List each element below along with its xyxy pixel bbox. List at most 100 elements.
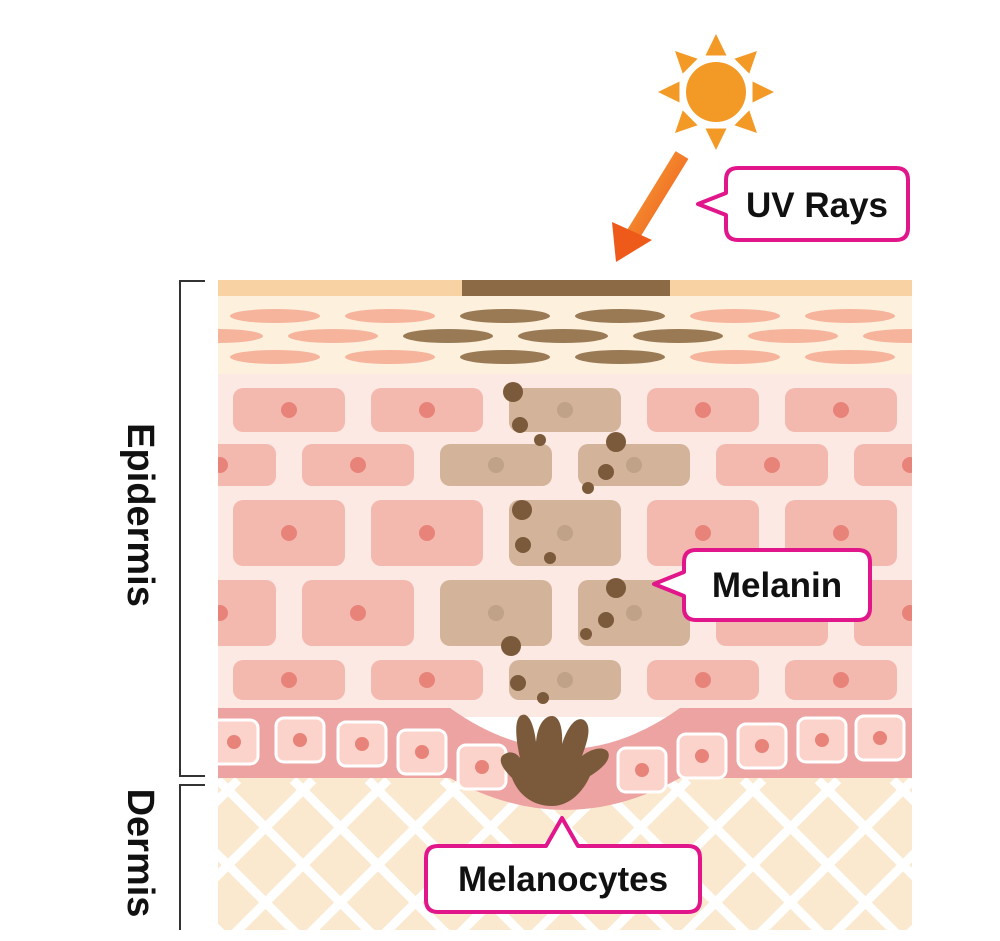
sun-ray — [734, 50, 758, 74]
cell-nucleus — [488, 457, 504, 473]
melanin-granule — [503, 382, 523, 402]
melanin-granule — [512, 500, 532, 520]
melanin-granule — [606, 432, 626, 452]
keratinocyte-cell — [854, 444, 912, 486]
collagen-fiber — [306, 776, 467, 930]
sun-ray — [674, 50, 698, 74]
melanin-granule — [510, 675, 526, 691]
cell-nucleus — [764, 457, 780, 473]
melanin-granules — [501, 382, 626, 704]
melanin-label: Melanin — [712, 566, 842, 605]
corneum-cell — [690, 309, 780, 323]
corneum-cell — [805, 350, 895, 364]
basal-cell — [796, 716, 848, 764]
cell-nucleus — [218, 457, 228, 473]
cell-nucleus — [833, 402, 849, 418]
corneum-flat-cells — [218, 309, 912, 364]
corneum-cell — [230, 309, 320, 323]
sun-ray — [658, 81, 680, 103]
uv-rays-label: UV Rays — [746, 186, 888, 225]
collagen-fiber — [0, 780, 88, 941]
cell-nucleus — [350, 457, 366, 473]
basal-cell — [736, 722, 788, 770]
basal-cell — [676, 732, 728, 780]
basal-cell — [274, 716, 326, 764]
cell-nucleus — [833, 525, 849, 541]
corneum-cell — [575, 309, 665, 323]
melanin-granule — [544, 552, 556, 564]
cell-nucleus — [419, 672, 435, 688]
basal-cells — [218, 714, 906, 794]
melanin-callout: Melanin — [652, 548, 872, 622]
basal-cell — [854, 714, 906, 762]
corneum-cell — [633, 329, 723, 343]
melanocytes-callout: Melanocytes — [424, 816, 702, 914]
corneum-cell — [345, 309, 435, 323]
corneum-cell — [863, 329, 912, 343]
cell-nucleus — [695, 525, 711, 541]
corneum-cell — [805, 309, 895, 323]
melanin-granule — [598, 612, 614, 628]
melanin-granule — [512, 417, 528, 433]
melanocytes-label: Melanocytes — [458, 860, 668, 899]
basal-cell — [336, 720, 388, 768]
corneum-cell — [218, 329, 263, 343]
cell-nucleus — [833, 672, 849, 688]
basal-cell — [456, 743, 508, 791]
cell-nucleus — [281, 672, 297, 688]
corneum-cell — [748, 329, 838, 343]
melanin-granule — [537, 692, 549, 704]
epidermis-label: Epidermis — [119, 423, 161, 607]
melanin-granule — [606, 578, 626, 598]
sun-ray — [705, 34, 727, 56]
corneum-cell — [690, 350, 780, 364]
cell-nucleus — [695, 672, 711, 688]
melanin-granule — [598, 464, 614, 480]
sun-icon — [658, 34, 774, 150]
cell-nucleus — [419, 525, 435, 541]
collagen-fiber — [0, 780, 88, 941]
cell-nucleus — [902, 605, 912, 621]
keratinocyte-cell — [218, 444, 276, 486]
cell-nucleus — [281, 402, 297, 418]
sun-ray — [674, 110, 698, 134]
corneum-cell — [403, 329, 493, 343]
basal-cell — [616, 746, 668, 794]
melanin-granule — [580, 628, 592, 640]
corneum-cell — [460, 350, 550, 364]
cell-nucleus — [557, 672, 573, 688]
corneum-cell — [460, 309, 550, 323]
melanin-granule — [582, 482, 594, 494]
uv-arrow-icon — [612, 151, 689, 262]
sun-ray — [734, 110, 758, 134]
corneum-cell — [518, 329, 608, 343]
uv-rays-callout: UV Rays — [696, 166, 910, 242]
corneum-cell — [230, 350, 320, 364]
cell-nucleus — [557, 402, 573, 418]
spinous-cells — [218, 388, 912, 700]
collagen-fiber — [231, 776, 392, 930]
basal-cell — [396, 728, 448, 776]
epidermis-bracket — [179, 280, 205, 777]
sun-ray — [752, 81, 774, 103]
collagen-fiber — [968, 780, 1000, 941]
cell-nucleus — [419, 402, 435, 418]
collagen-fiber — [0, 780, 13, 941]
cell-nucleus — [626, 457, 642, 473]
cell-nucleus — [902, 457, 912, 473]
sun-ray — [705, 128, 727, 150]
collagen-fiber — [756, 776, 912, 930]
cell-nucleus — [626, 605, 642, 621]
pigmented-surface — [462, 280, 670, 296]
melanocyte-cell — [500, 714, 609, 806]
cell-nucleus — [350, 605, 366, 621]
dermis-label: Dermis — [119, 789, 161, 918]
basal-cell — [218, 718, 260, 766]
melanin-granule — [534, 434, 546, 446]
collagen-fiber — [681, 776, 842, 930]
corneum-cell — [288, 329, 378, 343]
melanin-granule — [501, 636, 521, 656]
corneum-cell — [575, 350, 665, 364]
dermis-bracket — [179, 784, 205, 930]
